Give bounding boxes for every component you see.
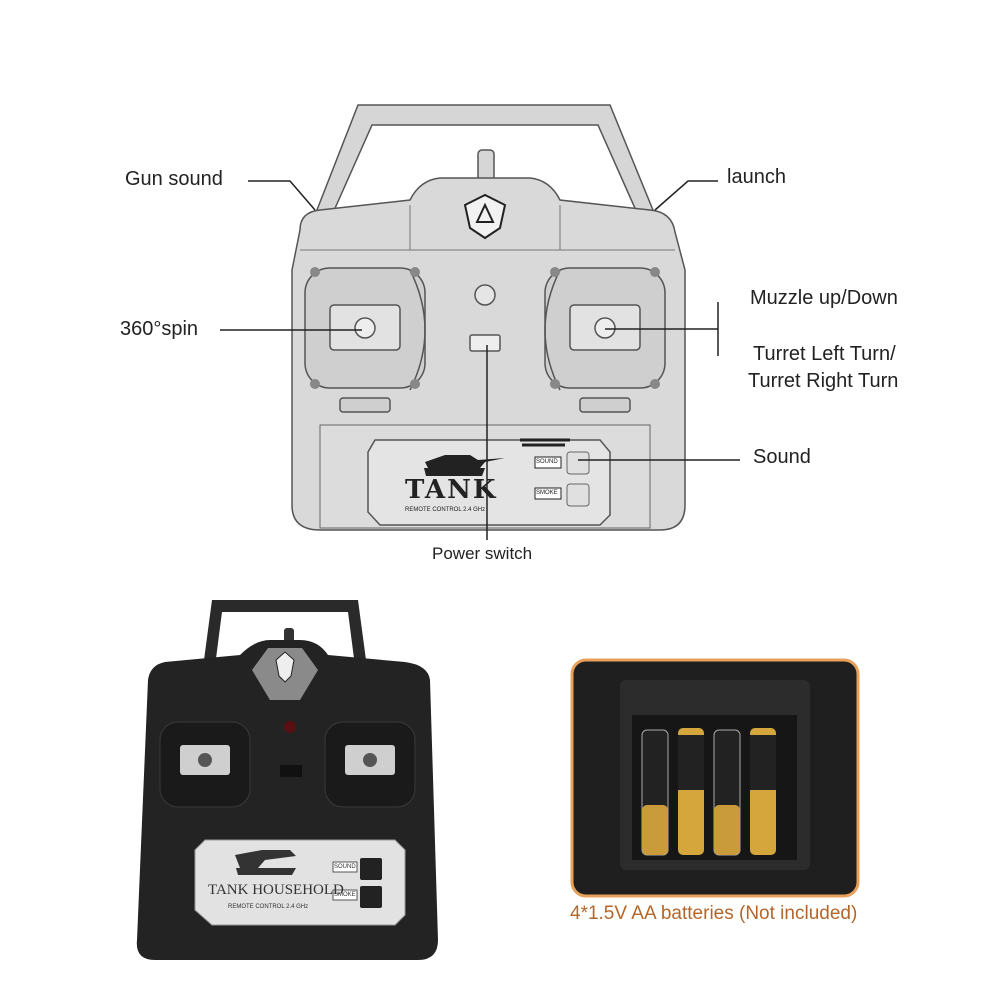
callout-launch: launch bbox=[727, 166, 786, 188]
callout-turret-right: Turret Right Turn bbox=[748, 370, 899, 392]
diagram-smoke-label: SMOKE bbox=[536, 490, 558, 496]
controller-photo bbox=[136, 600, 438, 960]
photo-panel-title: TANK HOUSEHOLD bbox=[208, 882, 344, 898]
callout-sound: Sound bbox=[753, 446, 811, 468]
diagram-panel-title: TANK bbox=[405, 475, 498, 505]
battery-photo bbox=[570, 658, 860, 898]
callout-power-switch: Power switch bbox=[432, 544, 533, 563]
callout-spin: 360°spin bbox=[120, 318, 199, 340]
battery-caption: 4*1.5V AA batteries (Not included) bbox=[570, 903, 858, 924]
callout-muzzle: Muzzle up/Down bbox=[750, 287, 898, 309]
photo-panel-subtitle: REMOTE CONTROL 2.4 GHz bbox=[228, 904, 309, 910]
photo-sound-label: SOUND bbox=[334, 864, 356, 870]
photo-smoke-label: SMOKE bbox=[334, 892, 356, 898]
diagram-sound-label: SOUND bbox=[536, 459, 558, 465]
callout-turret-left: Turret Left Turn/ bbox=[753, 343, 896, 365]
callout-gun-sound: Gun sound bbox=[125, 168, 223, 190]
diagram-panel-subtitle: REMOTE CONTROL 2.4 GHz bbox=[405, 507, 486, 513]
